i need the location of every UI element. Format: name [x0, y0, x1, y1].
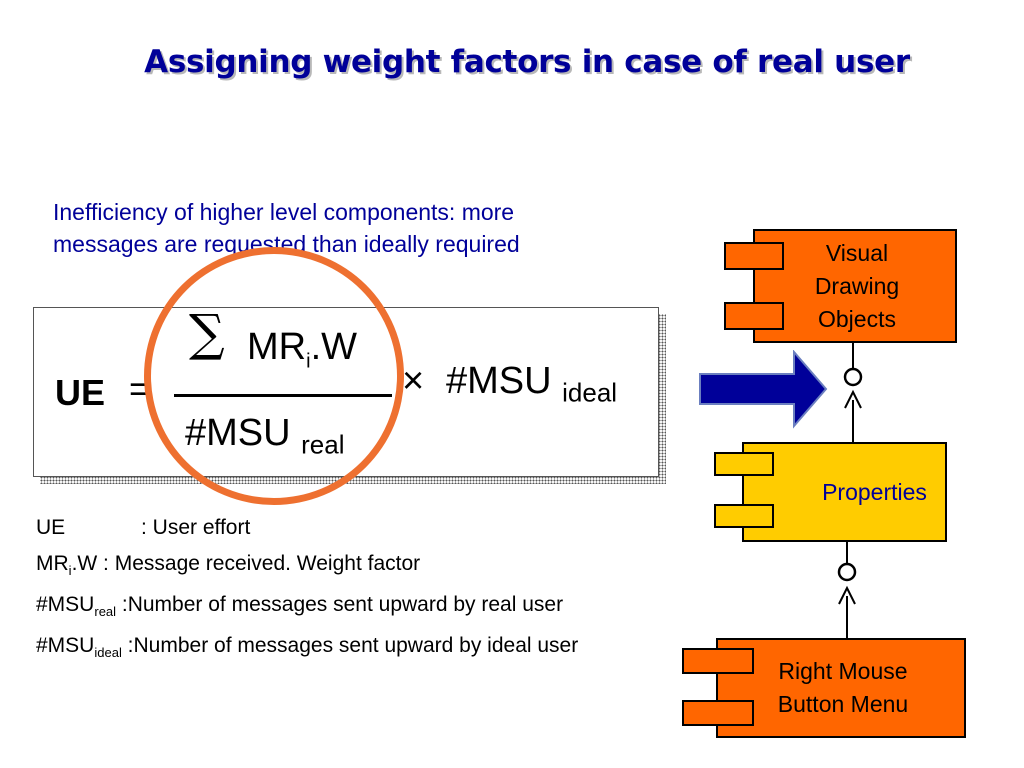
legend-msu-real: #MSUreal :Number of messages sent upward…: [36, 593, 656, 624]
legend-mr-desc: .W : Message received. Weight factor: [71, 552, 421, 575]
legend-mr-term: MR: [36, 552, 69, 575]
legend-ue-term: UE: [36, 516, 66, 539]
visual-drawing-objects-component: Visual Drawing Objects: [753, 229, 957, 343]
properties-component-tab-top: [714, 452, 774, 476]
menu-label-line-1: Right Mouse: [778, 658, 908, 684]
menu-component-tab-bottom: [682, 700, 754, 726]
visual-label-line-1: Visual: [825, 239, 889, 266]
visual-component-tab-bottom: [724, 302, 784, 330]
right-mouse-button-menu-component: Right Mouse Button Menu: [716, 638, 966, 738]
legend-mr-subscript: i: [68, 563, 72, 579]
menu-label-line-2: Button Menu: [777, 691, 909, 717]
highlight-circle: [144, 247, 404, 505]
msu-ideal-subscript: ideal: [562, 377, 618, 408]
properties-label: Properties: [822, 478, 927, 505]
legend-mr: MRi.W : Message received. Weight factor: [36, 552, 656, 583]
visual-label-line-2: Drawing: [814, 272, 900, 299]
intro-text: Inefficiency of higher level components:…: [53, 196, 653, 260]
menu-component-tab-top: [682, 648, 754, 674]
msu-ideal-term: #MSU: [446, 360, 552, 402]
menu-to-properties-arrowhead: [838, 585, 856, 605]
formula-times: ×: [402, 360, 425, 402]
properties-component-tab-bottom: [714, 504, 774, 528]
visual-interface-icon: [843, 367, 863, 387]
legend-msu-ideal-desc: :Number of messages sent upward by ideal…: [121, 634, 579, 658]
properties-to-visual-arrowhead: [844, 389, 862, 409]
legend-msu-real-desc: :Number of messages sent upward by real …: [116, 593, 564, 617]
legend-msu-ideal-subscript: ideal: [94, 645, 122, 661]
visual-label-line-3: Objects: [818, 305, 896, 332]
legend-msu-real-subscript: real: [94, 604, 117, 620]
slide-title: Assigning weight factors in case of real…: [144, 44, 910, 80]
right-arrow-icon: [699, 350, 828, 429]
formula-msu-ideal: #MSU ideal: [446, 360, 617, 409]
properties-component: Properties: [742, 442, 947, 542]
legend: UE : User effort MRi.W : Message received…: [36, 516, 656, 676]
legend-msu-ideal-term: #MSU: [36, 634, 95, 658]
intro-line-1: Inefficiency of higher level components:…: [53, 199, 515, 225]
formula-lhs: UE: [55, 372, 106, 413]
legend-ue-desc: : User effort: [141, 516, 251, 539]
legend-msu-real-term: #MSU: [36, 593, 95, 617]
visual-component-tab-top: [724, 242, 784, 270]
properties-interface-icon: [837, 562, 857, 582]
legend-ue: UE : User effort: [36, 516, 656, 540]
legend-msu-ideal: #MSUideal :Number of messages sent upwar…: [36, 634, 656, 665]
